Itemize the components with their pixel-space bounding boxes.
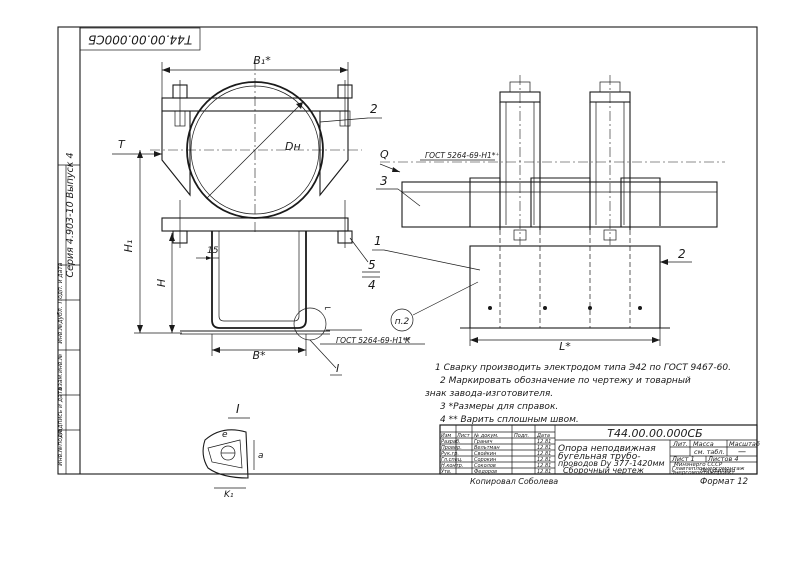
dim-l: L* — [559, 340, 571, 353]
support-plate — [469, 245, 661, 329]
tb-mass-value: см. табл. — [694, 448, 725, 456]
tb-date-4: 12.81 — [537, 463, 551, 469]
margin-label-3: Инв.№дубл. — [57, 306, 64, 343]
tb-col-0: Изм — [441, 433, 451, 439]
detail-title: I — [236, 402, 240, 416]
weld-note-bottom: ГОСТ 5264-69-Н1** — [336, 336, 410, 345]
tb-role-3: Гл.спец. — [441, 457, 463, 463]
tb-mass: Масса — [693, 440, 714, 448]
tb-role-1: Провер. — [441, 445, 462, 451]
sheet-frame — [57, 26, 758, 475]
tb-role-0: Разраб. — [441, 439, 461, 445]
tb-org-2: Энергомонтажпроект — [670, 470, 735, 476]
wedge-left — [161, 110, 191, 197]
callout-p2-circle — [390, 308, 414, 332]
weld-k-bottom: K — [405, 336, 411, 345]
tb-date-1: 12.81 — [537, 445, 551, 451]
tb-title-0: Опора неподвижная — [558, 444, 656, 454]
callout-2-left: 2 — [370, 102, 378, 116]
tb-scale: Масштаб — [729, 440, 760, 448]
tb-name-0: Гранич — [474, 439, 493, 445]
dim-a: a — [258, 451, 264, 461]
tb-sheet: Лист 1 — [671, 455, 695, 463]
support-frame-outer — [211, 231, 307, 329]
dim-h: H — [155, 279, 168, 287]
tb-org-3: Лен.филиал — [699, 468, 736, 474]
tb-date-3: 12.81 — [537, 457, 551, 463]
tb-scale-value: — — [738, 447, 746, 456]
margin-label-1: Подпись и дата — [57, 387, 64, 437]
weld-note-top: ГОСТ 5264-69-Н1*⁺ — [425, 151, 499, 160]
callout-t: T — [118, 138, 126, 151]
tb-date-0: 12.81 — [537, 439, 551, 445]
tb-name-1: Вельтман — [474, 445, 500, 451]
tb-date-5: 12.81 — [537, 469, 551, 475]
dim-fifteen: 15 — [207, 246, 219, 256]
tb-name-3: Сорокин — [474, 457, 497, 463]
tb-name-2: Свойкин — [474, 451, 497, 457]
detail-mark: I — [336, 362, 339, 375]
tb-col-4: Дата — [536, 433, 550, 439]
notes: 1 Сварку производить электродом типа Э42… — [425, 363, 731, 425]
callout-1: 1 — [374, 234, 382, 248]
lower-clamp-bar — [161, 217, 349, 232]
note-1: 1 Сварку производить электродом типа Э42… — [435, 363, 731, 373]
tb-role-5: Утв. — [441, 469, 452, 475]
tb-sheets: Листов 4 — [707, 455, 738, 463]
dim-b: B* — [252, 349, 266, 362]
title-block: Т44.00.00.000СБ Опора неподвижная бугель… — [439, 424, 760, 476]
callout-q: Q — [380, 148, 389, 161]
callout-3: 3 — [380, 174, 388, 188]
front-view: B₁* Dн T — [112, 54, 479, 376]
tb-title-2: проводов Dу 377-1420мм — [558, 459, 665, 468]
callout-p2: п.2 — [395, 317, 410, 327]
format-label: Формат 12 — [700, 477, 748, 487]
note-3: 3 *Размеры для справок. — [440, 402, 558, 412]
margin-label-4: Подп. и дата — [57, 262, 64, 303]
dim-e: e — [222, 430, 228, 440]
pipe-side — [401, 181, 718, 228]
tb-title-3: Сборочный чертеж — [563, 466, 645, 475]
side-view: Q ГОСТ 5264-69-Н1*⁺ 3 — [372, 75, 725, 353]
note-2: 2 Маркировать обозначение по чертежу и т… — [440, 376, 691, 386]
tb-col-3: Подп. — [514, 433, 529, 439]
tb-org-0: Минэнерго СССР — [674, 462, 723, 468]
dim-h1: H₁ — [122, 240, 135, 253]
detail-view: I e a K₁ — [202, 402, 264, 500]
note-2-cont: знак завода-изготовителя. — [425, 389, 553, 399]
tb-name-5: Федоров — [474, 469, 497, 475]
tb-lit: Лит. — [672, 440, 688, 448]
tb-role-2: Рук.гр. — [441, 451, 459, 457]
dim-dn: Dн — [285, 140, 301, 153]
dim-k1: K₁ — [224, 490, 234, 500]
tb-designation: Т44.00.00.000СБ — [607, 427, 702, 440]
series-label: Серия 4.903-10 Выпуск 4 — [65, 152, 76, 277]
top-code-box — [79, 27, 201, 51]
left-margin-column: Серия 4.903-10 Выпуск 4 Инв.№подл. Подпи… — [57, 152, 80, 474]
callout-4: 4 — [368, 278, 376, 292]
margin-label-2: Взам.инв.№ — [57, 354, 64, 391]
detail-circle — [293, 307, 327, 341]
callout-2-right: 2 — [678, 247, 686, 261]
svg-text:⌐: ⌐ — [324, 304, 332, 314]
tb-date-2: 12.81 — [537, 451, 551, 457]
tb-col-1: Лист — [456, 433, 471, 439]
margin-label-0: Инв.№подл. — [57, 428, 64, 466]
tb-name-4: Соколов — [474, 463, 496, 469]
copied-by: Копировал Соболева — [470, 477, 558, 486]
tb-title-1: бугельная трубо- — [558, 452, 640, 462]
support-frame-inner — [218, 231, 300, 322]
wedge-right — [319, 110, 349, 197]
top-code: Т44.00.00.000СБ — [88, 33, 192, 47]
tb-org-1: Главтеплоэнергомонтаж — [672, 466, 745, 472]
note-4: 4 ** Варить сплошным швом. — [440, 415, 579, 425]
callout-5: 5 — [368, 258, 376, 272]
tb-role-4: Н.контр. — [441, 463, 463, 469]
tb-col-2: № докум. — [473, 433, 499, 439]
dim-b1: B₁* — [253, 54, 271, 67]
